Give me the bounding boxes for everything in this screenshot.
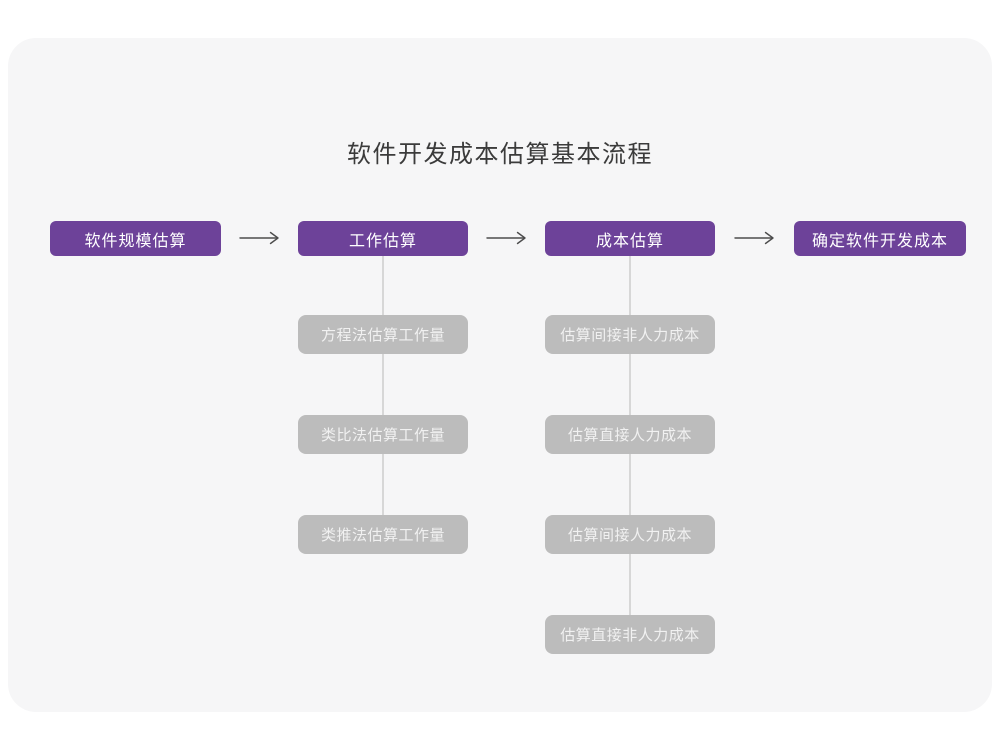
method-node-analogy: 类比法估算工作量 — [298, 415, 468, 454]
cost-node-label: 估算间接人力成本 — [567, 527, 692, 544]
flow-node-label: 软件规模估算 — [84, 232, 187, 250]
arrow-right-icon — [734, 231, 774, 245]
cost-node-indirect-labor: 估算间接人力成本 — [545, 515, 715, 554]
flow-node-label: 确定软件开发成本 — [811, 232, 948, 250]
cost-node-direct-non-labor: 估算直接非人力成本 — [545, 615, 715, 654]
cost-node-indirect-non-labor: 估算间接非人力成本 — [545, 315, 715, 354]
cost-node-label: 估算直接非人力成本 — [560, 627, 700, 644]
cost-node-label: 估算直接人力成本 — [567, 427, 692, 444]
method-node-equation: 方程法估算工作量 — [298, 315, 468, 354]
cost-node-direct-labor: 估算直接人力成本 — [545, 415, 715, 454]
cost-node-label: 估算间接非人力成本 — [560, 327, 700, 344]
diagram-title: 软件开发成本估算基本流程 — [347, 141, 653, 168]
flow-node-determine-development-cost: 确定软件开发成本 — [794, 221, 966, 256]
arrow-right-icon — [486, 231, 526, 245]
flowchart-card: 软件开发成本估算基本流程 软件规模估算 工作估算 成本估算 确定软件开发成本 — [8, 38, 992, 712]
method-node-label: 方程法估算工作量 — [320, 327, 445, 344]
method-node-label: 类比法估算工作量 — [320, 427, 445, 444]
flow-node-label: 成本估算 — [595, 232, 664, 250]
connector-line-work-estimation — [382, 256, 384, 538]
arrow-right-icon — [239, 231, 279, 245]
method-node-label: 类推法估算工作量 — [320, 527, 445, 544]
flow-node-software-scale-estimation: 软件规模估算 — [50, 221, 221, 256]
flow-node-cost-estimation: 成本估算 — [545, 221, 715, 256]
method-node-extrapolation: 类推法估算工作量 — [298, 515, 468, 554]
flow-node-work-estimation: 工作估算 — [298, 221, 468, 256]
flow-node-label: 工作估算 — [348, 232, 417, 250]
